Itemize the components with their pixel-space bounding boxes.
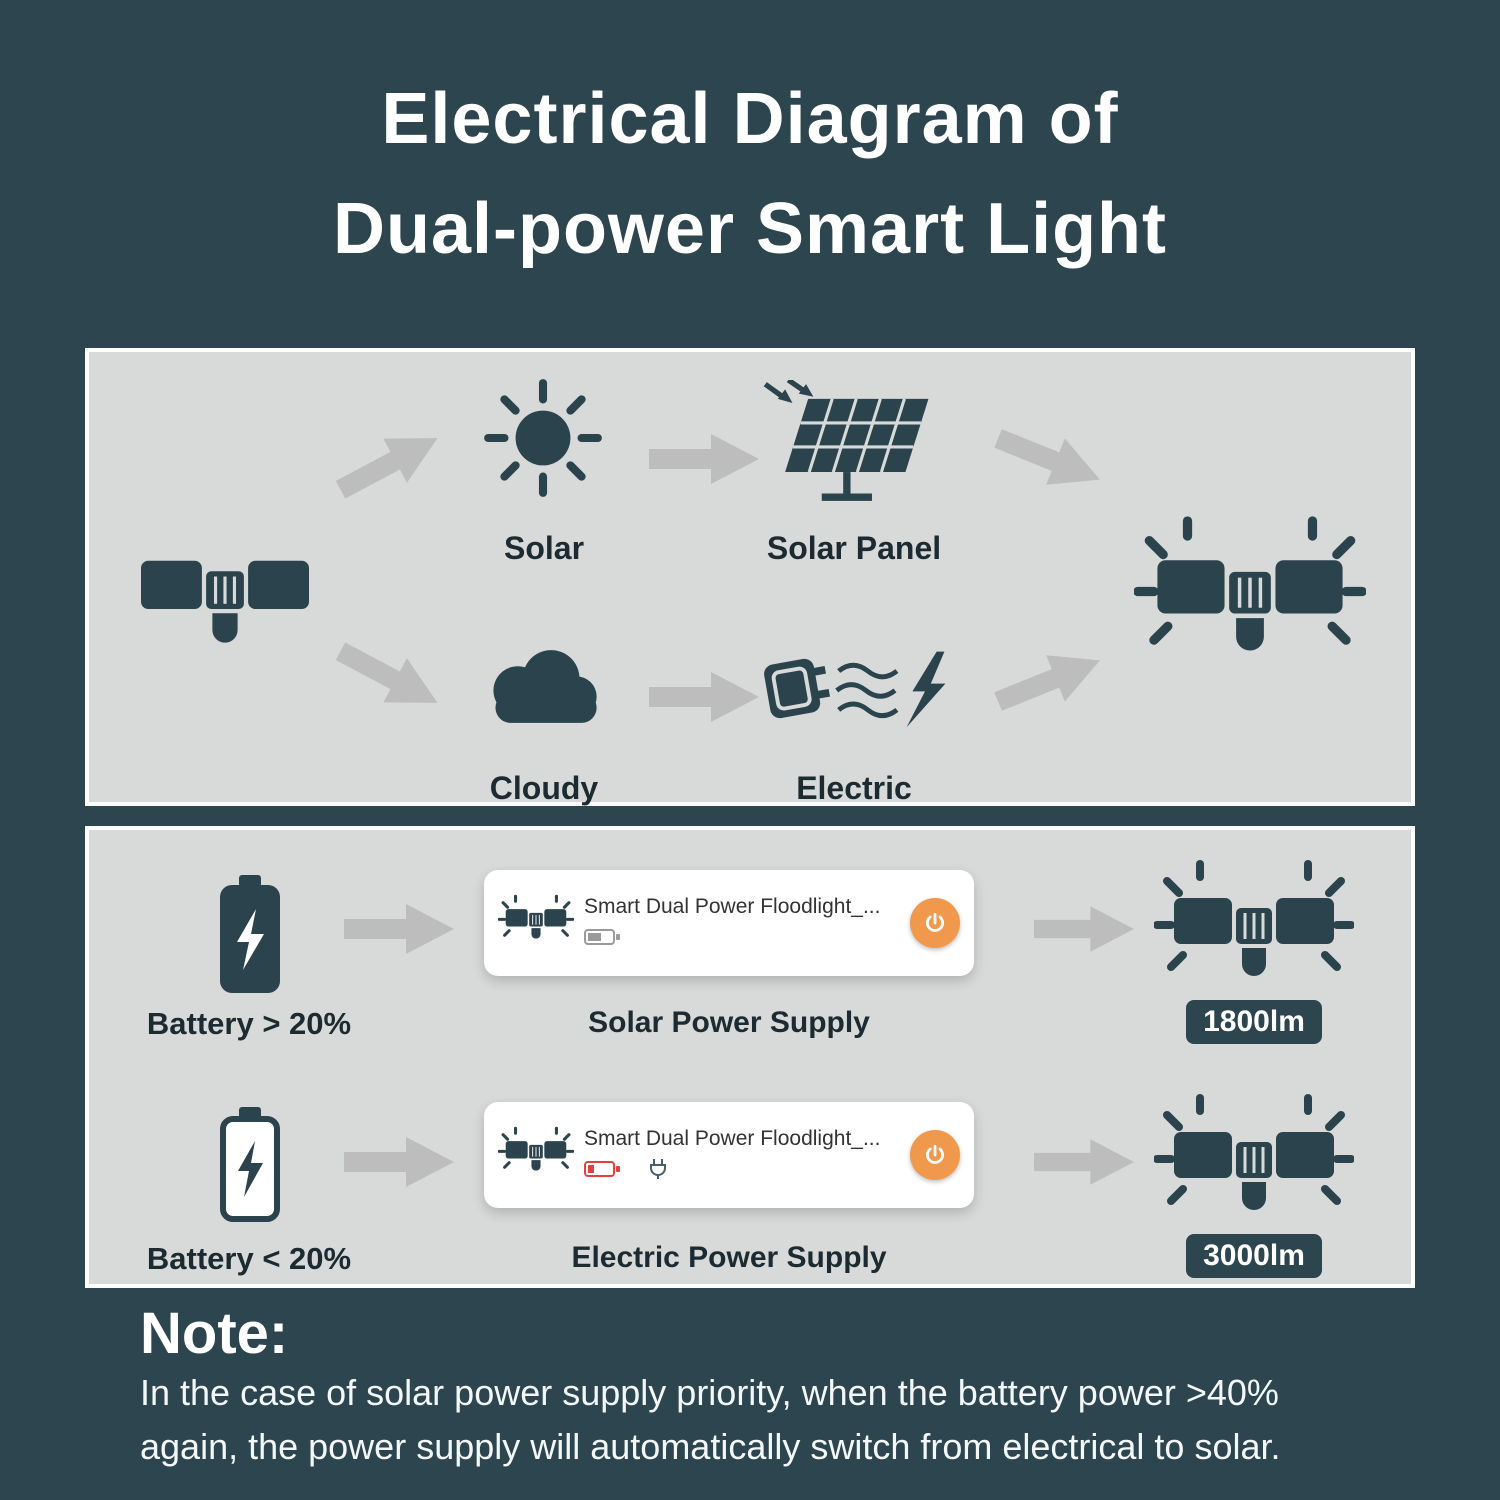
battery-high-label: Battery > 20% (146, 1006, 352, 1041)
lumen-badge: 3000lm (1154, 1234, 1354, 1278)
glowing-floodlight-icon (1154, 1092, 1354, 1237)
solar-panel-label: Solar Panel (766, 530, 942, 566)
arrow-up-right-icon (988, 635, 1110, 726)
lumen-value: 3000lm (1186, 1234, 1322, 1278)
note-line-1: In the case of solar power supply priori… (140, 1372, 1279, 1413)
page-title-line-2: Dual-power Smart Light (332, 189, 1168, 269)
battery-level-icon (584, 927, 622, 952)
arrow-right-icon (344, 1135, 454, 1189)
arrow-up-right-icon (328, 414, 450, 513)
solar-supply-label: Solar Power Supply (588, 1006, 870, 1039)
battery-high-icon (214, 875, 286, 1000)
arrow-right-icon (649, 670, 759, 724)
electric-label: Electric (796, 770, 912, 806)
low-battery-icon (584, 1159, 622, 1184)
floodlight-thumbnail-icon (497, 1126, 575, 1184)
note-line-2: again, the power supply will automatical… (140, 1426, 1281, 1467)
arrow-right-icon (1034, 902, 1134, 956)
power-source-flow-panel: Solar Solar Panel (85, 348, 1415, 806)
arrow-right-icon (1034, 1135, 1134, 1189)
solar-panel-icon (761, 377, 939, 521)
power-button (910, 1130, 960, 1180)
solar-label: Solar (503, 530, 585, 566)
sun-icon (477, 372, 609, 509)
arrow-down-right-icon (328, 627, 450, 726)
app-card-solar: Smart Dual Power Floodlight_... (484, 870, 974, 976)
glowing-floodlight-icon (1134, 514, 1366, 681)
floodlight-thumbnail-icon (497, 894, 575, 952)
arrow-right-icon (649, 432, 759, 486)
lumen-badge: 1800lm (1154, 1000, 1354, 1044)
glowing-floodlight-icon (1154, 858, 1354, 1003)
arrow-right-icon (344, 902, 454, 956)
battery-low-label: Battery < 20% (146, 1241, 352, 1276)
plug-icon (646, 1157, 670, 1186)
arrow-down-right-icon (988, 413, 1110, 504)
app-card-electric: Smart Dual Power Floodlight_... (484, 1102, 974, 1208)
cloudy-label: Cloudy (489, 770, 599, 806)
page-title-line-1: Electrical Diagram of (381, 79, 1119, 159)
electric-supply-label: Electric Power Supply (571, 1241, 887, 1274)
note-heading: Note: (140, 1301, 289, 1366)
power-supply-panel: Battery > 20% Smart Dual Power Floodligh… (85, 826, 1415, 1288)
battery-low-icon (214, 1105, 286, 1230)
floodlight-icon (139, 550, 311, 650)
card-title: Smart Dual Power Floodlight_... (584, 894, 881, 918)
card-title: Smart Dual Power Floodlight_... (584, 1126, 881, 1150)
power-button (910, 898, 960, 948)
cloud-icon (475, 644, 607, 735)
lumen-value: 1800lm (1186, 1000, 1322, 1044)
electric-power-icon (759, 640, 963, 742)
